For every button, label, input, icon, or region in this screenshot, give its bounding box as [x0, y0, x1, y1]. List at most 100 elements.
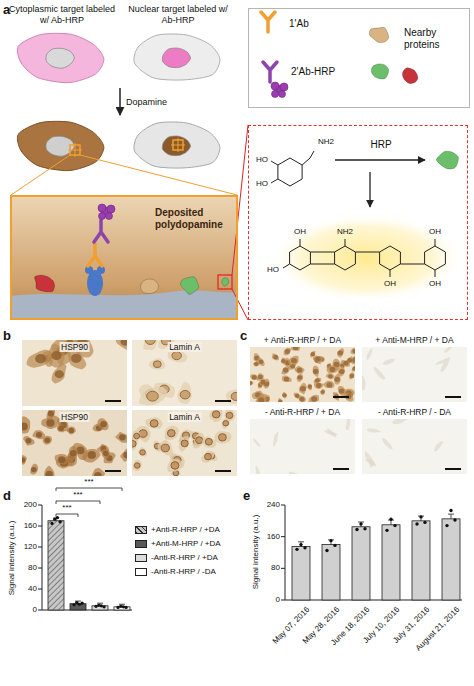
data-point	[423, 521, 426, 524]
chemical-ring	[380, 246, 401, 270]
data-point	[333, 544, 336, 547]
data-point	[325, 549, 328, 552]
data-point	[75, 601, 78, 604]
stained-nucleus	[181, 440, 188, 447]
stained-cell	[259, 378, 266, 386]
data-point	[81, 602, 84, 605]
stained-cell	[320, 388, 325, 394]
chemical-ring	[425, 246, 446, 270]
stained-cell	[202, 437, 216, 448]
tick-label: 40	[28, 584, 37, 594]
zoom-leader-line	[232, 125, 248, 275]
stained-cell	[444, 347, 452, 353]
zoom-leader-line	[232, 289, 248, 320]
stained-nucleus	[212, 411, 220, 418]
reaction-arrow	[335, 159, 425, 160]
stained-nucleus	[180, 390, 190, 398]
protein-blob	[371, 64, 388, 79]
micrograph	[250, 347, 355, 402]
micrograph-background	[250, 347, 355, 402]
stained-cell	[297, 374, 304, 382]
scale-bar	[105, 470, 121, 472]
stained-nucleus	[121, 340, 127, 346]
stained-nucleus	[161, 444, 169, 452]
chemical-bond	[271, 179, 278, 183]
zoom-background	[10, 195, 238, 320]
legend-label: -Anti-R-HRP / +DA	[151, 553, 218, 563]
chemical-group: HO	[256, 155, 268, 165]
chemical-bond	[283, 264, 290, 268]
legend-swatch	[135, 540, 147, 548]
stained-nucleus	[36, 432, 42, 438]
data-point	[355, 528, 358, 531]
axis-tick	[281, 600, 285, 601]
protein-blob	[35, 275, 55, 292]
axis-title: Signal intensity (a.u.)	[7, 521, 17, 596]
stained-cell	[215, 431, 232, 444]
tick-label: 240	[267, 500, 280, 510]
legend-box: 1'Ab2'Ab-HRPNearby proteins	[248, 8, 470, 108]
stained-nucleus	[51, 351, 61, 360]
stained-nucleus	[338, 351, 343, 356]
stained-cell	[30, 464, 38, 475]
stained-nucleus	[70, 450, 77, 456]
legend-swatch	[135, 526, 147, 534]
significance-bracket	[56, 488, 122, 491]
legend-swatch	[135, 568, 147, 576]
cell-nucleus	[162, 48, 190, 68]
polymer-glow	[270, 213, 464, 303]
stained-nucleus	[293, 347, 299, 350]
image-label: Lamin A	[167, 412, 202, 422]
micrograph-background	[250, 419, 355, 474]
stained-cell	[164, 426, 178, 440]
data-point	[97, 604, 100, 607]
data-point	[299, 543, 302, 546]
stained-nucleus	[103, 451, 109, 457]
stained-nucleus	[258, 398, 264, 402]
antibody-icon	[263, 62, 277, 82]
stained-nucleus	[258, 375, 263, 380]
error-bar	[119, 604, 125, 605]
panel-letter: e	[243, 488, 250, 504]
chart-axis	[42, 505, 132, 610]
stained-cell	[23, 436, 34, 445]
hrp-enzyme	[271, 82, 279, 90]
stained-nucleus	[260, 380, 265, 385]
zoom-marker	[171, 145, 185, 146]
stained-nucleus	[282, 393, 286, 397]
scale-bar	[445, 468, 461, 470]
stained-cell	[281, 357, 286, 364]
stained-cell	[209, 410, 222, 422]
axis-tick	[38, 526, 42, 527]
scale-bar	[105, 400, 121, 402]
stained-cell	[350, 348, 355, 354]
stained-nucleus	[88, 451, 96, 459]
stained-nucleus	[297, 375, 302, 380]
chart-axis	[285, 505, 462, 600]
stained-cell	[273, 432, 278, 447]
stained-nucleus	[167, 430, 175, 437]
protein-blob	[436, 151, 458, 169]
data-point	[119, 605, 122, 608]
stained-nucleus	[196, 437, 203, 444]
zoom-panel: Deposited polydopamine	[10, 195, 238, 320]
stained-nucleus	[223, 421, 229, 426]
stained-cell	[120, 449, 127, 462]
stained-nucleus	[139, 430, 147, 438]
cell-nucleus	[162, 136, 190, 156]
cell-body	[17, 121, 103, 170]
stained-cell	[102, 449, 110, 459]
chemical-bond	[355, 252, 379, 253]
stained-nucleus	[119, 434, 126, 440]
image-label: Lamin A	[167, 342, 202, 352]
stained-nucleus	[259, 360, 264, 364]
stained-nucleus	[313, 369, 319, 374]
stained-cell	[55, 454, 69, 465]
tick-label: 120	[24, 542, 37, 552]
data-bar	[382, 525, 400, 600]
panel-letter: c	[240, 328, 247, 344]
scale-bar	[445, 396, 461, 398]
stained-nucleus	[278, 399, 282, 402]
stained-cell	[382, 359, 395, 365]
